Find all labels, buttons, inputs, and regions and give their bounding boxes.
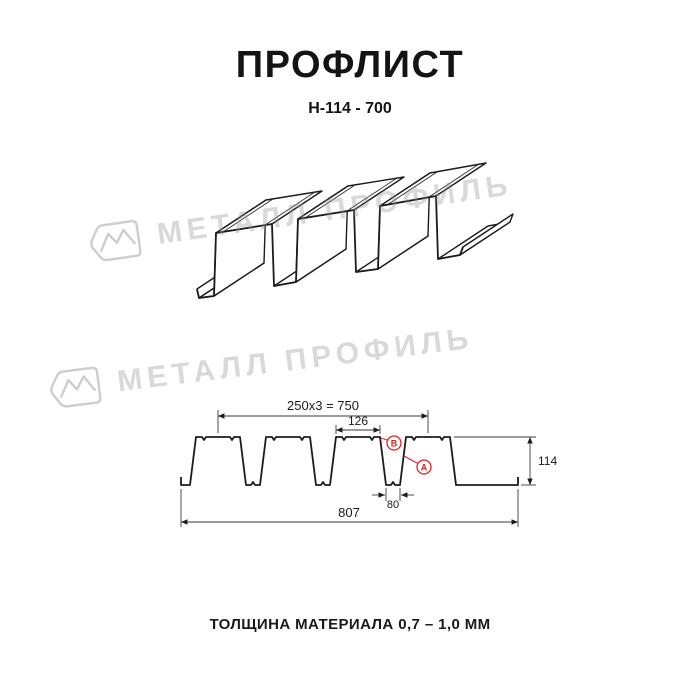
dim-top-flange [335,425,381,434]
dim-pitch [217,410,429,433]
dim-pitch-label: 250x3 = 750 [287,398,359,413]
dim-valley-label: 80 [387,499,399,511]
front-profile-edge [196,195,464,299]
profile-3d-view [196,162,514,299]
dim-height [454,436,536,486]
dim-overall-label: 807 [338,505,360,520]
dim-overall [180,489,519,527]
callout-b: В [380,435,402,451]
material-thickness-note: ТОЛЩИНА МАТЕРИАЛА 0,7 – 1,0 ММ [209,616,491,633]
callout-a: А [403,455,432,475]
cross-section-profile-path [180,436,519,486]
profile-cross-section: 250x3 = 750 126 В А [180,398,557,527]
dim-valley [372,488,414,501]
callout-b-label: В [391,439,398,449]
product-model: Н-114 - 700 [308,100,392,117]
dim-height-label: 114 [538,454,557,468]
dim-top-flange-label: 126 [348,414,368,428]
product-title: ПРОФЛИСТ [235,44,465,86]
callout-a-label: А [421,463,428,473]
